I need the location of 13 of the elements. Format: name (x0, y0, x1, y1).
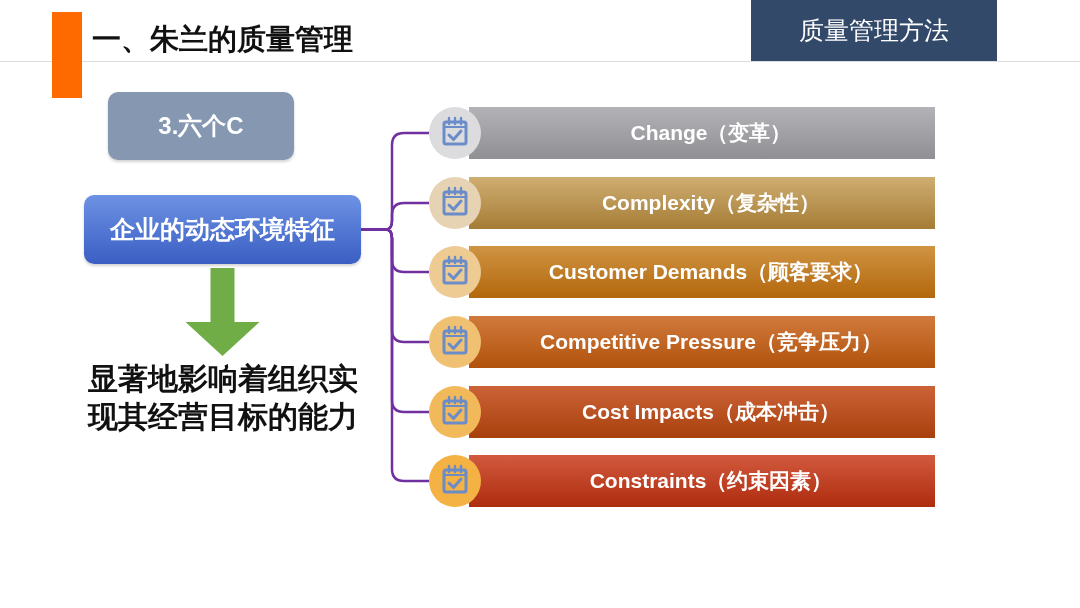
item-banner: Complexity（复杂性） (469, 177, 935, 229)
topic-card: 企业的动态环境特征 (84, 195, 361, 264)
section-tab: 质量管理方法 (751, 0, 997, 61)
item-banner: Change（变革） (469, 107, 935, 159)
item-banner: Cost Impacts（成本冲击） (469, 386, 935, 438)
brace-connector (361, 228, 429, 483)
down-arrow (185, 268, 260, 356)
item-banner: Constraints（约束因素） (469, 455, 935, 507)
subheading-card: 3.六个C (108, 92, 294, 160)
slide-title: 一、朱兰的质量管理 (92, 22, 353, 57)
item-banner: Customer Demands（顾客要求） (469, 246, 935, 298)
item-banner: Competitive Pressure（竞争压力） (469, 316, 935, 368)
conclusion-text: 显著地影响着组织实现其经营目标的能力 (76, 360, 370, 438)
